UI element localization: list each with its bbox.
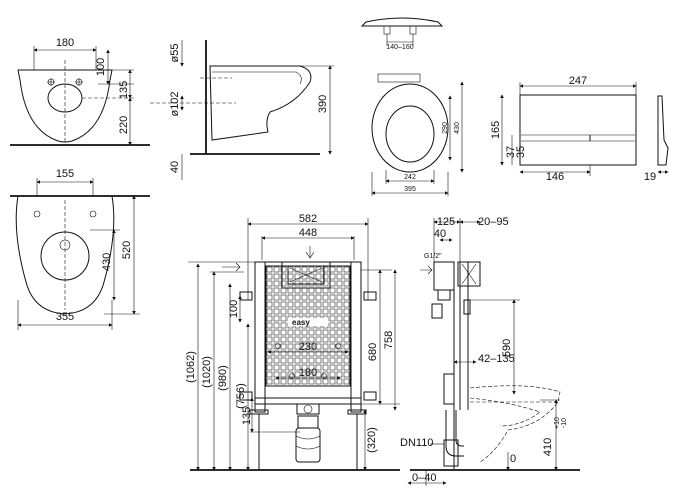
dim-plate-37: 37	[505, 146, 517, 158]
bowl-front-view: 180 100 135 220	[10, 37, 150, 146]
dim-bowl-355: 355	[56, 311, 74, 323]
dim-bowl-520: 520	[121, 241, 133, 259]
label-dn110: DN110	[400, 437, 433, 449]
dim-frame-758: 758	[383, 331, 395, 349]
seat-plan-view: 242 395 290 430	[371, 73, 464, 196]
dim-side-590: 590	[501, 339, 513, 357]
dim-plate-146: 146	[546, 171, 564, 183]
dim-h135: 135	[118, 81, 130, 99]
dim-side-410: 410	[542, 438, 554, 456]
frame-brand-label: easy	[292, 318, 310, 327]
tol-plus: +10	[554, 417, 561, 429]
dim-frame-100: 100	[228, 300, 240, 318]
bowl-side-view: ø55 ø102 40 390	[150, 40, 334, 180]
dim-h100: 100	[95, 58, 107, 76]
dim-plate-depth: 19	[644, 171, 656, 183]
dim-h40: 40	[169, 161, 181, 173]
dim-frame-980: (980)	[217, 365, 229, 391]
label-zero: 0	[510, 453, 516, 465]
dim-side-42-135: 42–135	[478, 353, 515, 365]
label-thread: G1/2"	[424, 253, 442, 260]
dim-frame-230: 230	[299, 341, 317, 353]
dim-frame-448: 448	[299, 227, 317, 239]
dim-frame-320: (320)	[366, 427, 378, 453]
dim-frame-180: 180	[299, 367, 317, 379]
dim-side-40: 40	[434, 228, 446, 240]
bowl-plan-view: 155 430 520 355	[10, 168, 150, 330]
dim-bowl-430: 430	[101, 253, 113, 271]
frame-side-view: G1/2" 125 20–95 40 590 42–135 DN110 0–40	[400, 216, 580, 486]
dim-d55: ø55	[169, 44, 181, 63]
dim-plate-height: 165	[490, 121, 502, 139]
dim-h390: 390	[317, 95, 329, 113]
dim-side-0-40: 0–40	[412, 472, 436, 484]
dim-frame-680: 680	[367, 343, 379, 361]
seat-side-view: 140–160	[360, 17, 444, 51]
dim-frame-582: 582	[299, 213, 317, 225]
dim-d102: ø102	[169, 91, 181, 116]
dim-seat-430: 430	[454, 122, 461, 134]
dim-seat-range: 140–160	[386, 44, 413, 51]
dim-bowl-155: 155	[56, 168, 74, 180]
dim-side-125: 125	[437, 216, 455, 228]
dim-seat-242: 242	[404, 174, 416, 181]
dim-plate-35: 35	[515, 146, 527, 158]
dim-side-20-95: 20–95	[478, 216, 509, 228]
dim-frame-135: 135	[241, 407, 253, 425]
dim-frame-1062: (1062)	[185, 351, 197, 383]
dim-bowl-width: 180	[56, 37, 74, 49]
flush-plate-view: 247 165 37 35 146 19	[490, 75, 669, 183]
dim-seat-290: 290	[442, 122, 449, 134]
dim-frame-1020: (1020)	[201, 356, 213, 388]
dim-plate-width: 247	[569, 75, 587, 87]
tol-minus: -10	[561, 418, 568, 428]
frame-front-view: 582 448 easy	[185, 213, 400, 471]
dim-frame-756: (756)	[235, 383, 247, 409]
dim-seat-395: 395	[404, 186, 416, 193]
dim-h220: 220	[118, 116, 130, 134]
